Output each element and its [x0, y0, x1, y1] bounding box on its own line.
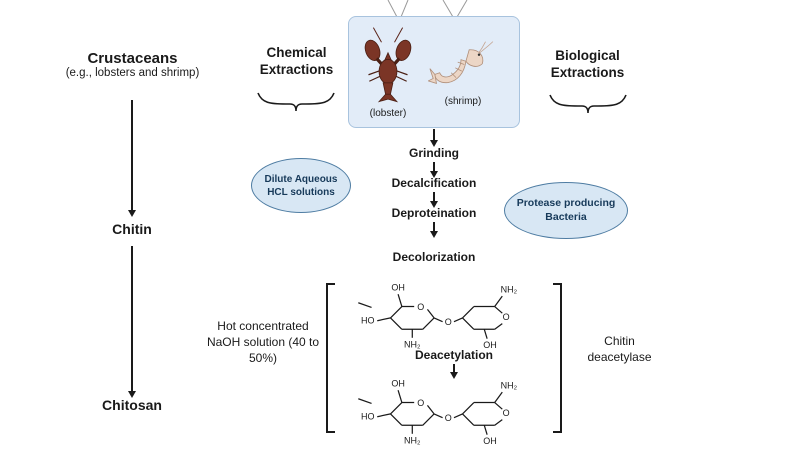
chemical-brace-icon	[257, 92, 335, 112]
atom-label-nh2: NH₂	[501, 380, 518, 390]
chemical-extractions-title: Chemical Extractions	[259, 45, 334, 77]
hcl-ellipse: Dilute Aqueous HCL solutions	[251, 158, 351, 213]
atom-label-nh2: NH₂	[501, 284, 518, 294]
atom-label-nh2: NH₂	[404, 339, 421, 349]
atom-label-ho: HO	[361, 412, 375, 422]
atom-label-ho: HO	[361, 316, 375, 326]
protease-ellipse-label: Protease producing Bacteria	[516, 196, 616, 223]
atom-label-oh: OH	[483, 340, 497, 350]
shrimp-icon	[428, 41, 494, 84]
chitosan-label: Chitosan	[102, 397, 162, 413]
atom-label-glycosidic-o: O	[445, 317, 452, 327]
atom-label-ring-o: O	[503, 408, 510, 418]
naoh-note: Hot concentrated NaOH solution (40 to 50…	[206, 319, 320, 366]
step-decolorization: Decolorization	[392, 250, 476, 264]
atom-label-oh: OH	[391, 378, 405, 388]
crustaceans-title: Crustaceans	[87, 50, 178, 67]
crustaceans-subtitle: (e.g., lobsters and shrimp)	[65, 67, 200, 79]
biological-brace-icon	[549, 94, 627, 114]
antennae-lines	[387, 0, 468, 17]
step-deproteination: Deproteination	[391, 206, 477, 220]
protease-ellipse: Protease producing Bacteria	[504, 182, 628, 239]
arrow-grinding-to-decalcification	[433, 162, 435, 171]
shrimp-caption: (shrimp)	[444, 96, 482, 107]
arrow-chitin-to-chitosan	[131, 246, 133, 391]
biological-extractions-title: Biological Extractions	[550, 48, 625, 80]
chitin-label: Chitin	[112, 221, 152, 237]
bracket-left	[326, 283, 335, 433]
arrow-deacetylation	[453, 364, 455, 372]
atom-label-glycosidic-o: O	[445, 413, 452, 423]
arrow-deproteination-to-decolorization	[433, 222, 435, 231]
arrow-box-to-grinding	[433, 129, 435, 140]
deacetylation-label: Deacetylation	[414, 348, 494, 362]
chitin-structure: O OH HO NH₂ O O NH₂ OH	[358, 282, 518, 350]
bracket-right	[553, 283, 562, 433]
atom-label-oh: OH	[391, 282, 405, 292]
arrow-crustaceans-to-chitin	[131, 100, 133, 210]
hcl-ellipse-label: Dilute Aqueous HCL solutions	[264, 173, 338, 198]
step-grinding: Grinding	[409, 146, 459, 160]
deacetylase-note: Chitin deacetylase	[587, 334, 652, 365]
lobster-icon	[364, 27, 412, 103]
chitosan-structure: O OH HO NH₂ O O NH₂ OH	[358, 378, 518, 446]
atom-label-nh2: NH₂	[404, 435, 421, 445]
atom-label-oh: OH	[483, 436, 497, 446]
step-decalcification: Decalcification	[391, 176, 477, 190]
lobster-caption: (lobster)	[369, 108, 407, 119]
arrow-decalcification-to-deproteination	[433, 192, 435, 201]
atom-label-ring-o: O	[417, 302, 424, 312]
atom-label-ring-o: O	[417, 398, 424, 408]
atom-label-ring-o: O	[503, 312, 510, 322]
crustaceans-block: Crustaceans (e.g., lobsters and shrimp)	[40, 50, 225, 79]
